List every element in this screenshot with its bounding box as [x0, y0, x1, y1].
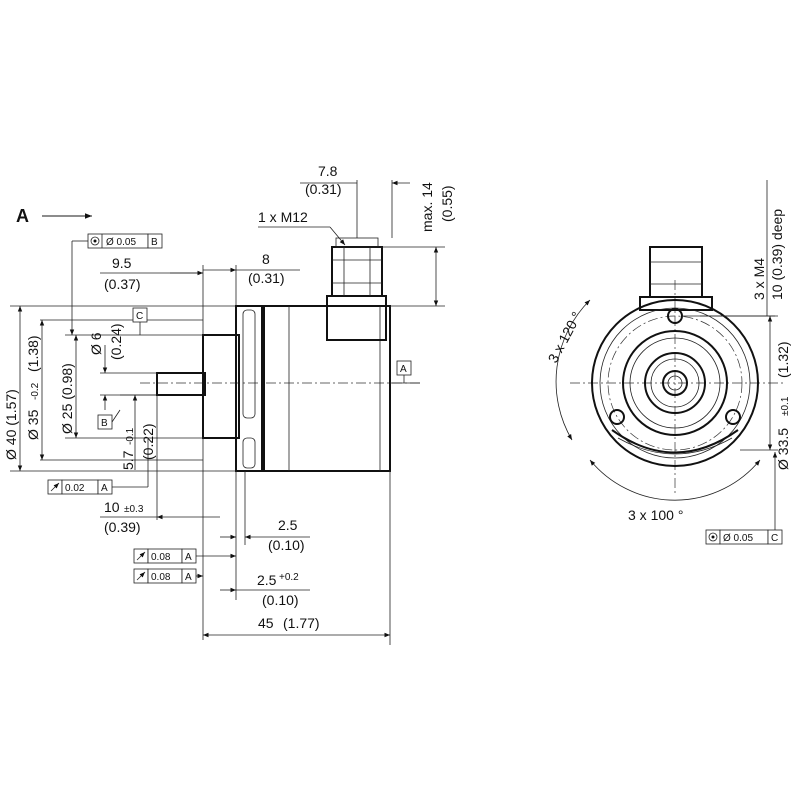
dim-d25: Ø 25 (0.98): [59, 363, 75, 434]
connector-base: [326, 295, 387, 341]
housing-outer: [591, 299, 759, 467]
tol-concentric-b-datum: B: [151, 237, 158, 248]
tolerance-frame-concentric-b: Ø 0.05 B: [69, 233, 163, 335]
view-label: A: [16, 206, 29, 226]
connector-label: 1 x M12: [258, 209, 308, 225]
angle-120: 3 x 120 °: [545, 309, 585, 365]
tolerance-frame-concentric-c: Ø 0.05 C: [705, 452, 783, 545]
shaft-face: [662, 370, 688, 396]
dim-10-in: (0.39): [104, 519, 141, 535]
shaft-center: [667, 375, 683, 391]
dim-2-5b-in: (0.10): [262, 592, 299, 608]
dim-7-8-in: (0.31): [305, 181, 342, 197]
dim-9-5: 9.5: [112, 255, 132, 271]
dim-5-7-tol: -0.1: [125, 427, 136, 445]
dim-d6-in: (0.24): [108, 323, 124, 360]
mount-hole-left: [609, 409, 625, 425]
front-connector-base: [639, 296, 713, 311]
datum-a-symbol: A: [390, 360, 420, 384]
dim-7-8: 7.8: [318, 163, 338, 179]
dim-9-5-in: (0.37): [104, 276, 141, 292]
tolerance-frame-runout-008b: 0.08 A: [133, 568, 203, 584]
mount-hole-right: [725, 409, 741, 425]
dim-d6: Ø 6: [88, 332, 104, 355]
flange-slot-lower: [242, 437, 256, 469]
angle-arc-100: [589, 459, 761, 501]
hub: [202, 334, 240, 439]
front-view: 3 x 120 ° 3 x 100 ° 3 x M4 10 (0.39) dee…: [545, 180, 791, 545]
dim-d35: Ø 35: [25, 409, 41, 440]
tol-runout-a2-datum: A: [185, 552, 192, 563]
dim-d33-5-tol: ±0.1: [780, 396, 791, 416]
dim-8: 8: [262, 251, 270, 267]
tol-runout-a3-datum: A: [185, 572, 192, 583]
dim-d35-in: (1.38): [25, 335, 41, 372]
hub-ring: [629, 337, 721, 429]
tol-concentric-c-value: Ø 0.05: [723, 533, 753, 544]
dim-d40: Ø 40 (1.57): [3, 389, 19, 460]
tolerance-frame-runout-008a: 0.08 A: [133, 548, 236, 564]
dim-10: 10: [104, 499, 120, 515]
bottom-slot-inner: [617, 437, 733, 455]
datum-a-label: A: [400, 364, 407, 375]
dim-45-in: (1.77): [283, 615, 320, 631]
side-view: 7.8 (0.31) 1 x M12 max. 14 (0.55) 9.5 (0…: [3, 163, 455, 645]
thread-depth: 10 (0.39) deep: [769, 209, 785, 300]
bearing-outer: [644, 352, 706, 414]
front-connector: [649, 246, 703, 298]
dim-d33-5: Ø 33.5: [775, 428, 791, 470]
bottom-slot-outer: [611, 429, 739, 454]
shaft: [156, 372, 206, 396]
dim-2-5a: 2.5: [278, 517, 298, 533]
datum-b-symbol: B: [97, 409, 121, 430]
tolerance-frame-runout-002: 0.02 A: [47, 438, 149, 495]
flange: [235, 305, 265, 472]
tol-runout-a1-value: 0.02: [65, 483, 85, 494]
dim-2-5b-tol: +0.2: [279, 572, 299, 583]
bearing-inner: [650, 358, 700, 408]
datum-c-label: C: [136, 311, 143, 322]
dim-d33-5-in: (1.32): [775, 341, 791, 378]
tol-runout-a1-datum: A: [101, 483, 108, 494]
dim-max-14: max. 14: [419, 182, 435, 232]
angle-arc-120: [555, 299, 591, 441]
dim-10-tol: ±0.3: [124, 504, 144, 515]
dim-max-14-in: (0.55): [439, 185, 455, 222]
dim-2-5a-in: (0.10): [268, 537, 305, 553]
flange-slot-upper: [242, 309, 256, 419]
tol-runout-a3-value: 0.08: [151, 572, 171, 583]
view-direction-marker: A: [16, 206, 92, 226]
dim-5-7: 5.7: [120, 450, 136, 470]
hub-outer: [622, 330, 728, 436]
connector-tip: [335, 237, 379, 248]
angle-100: 3 x 100 °: [628, 507, 683, 523]
dim-d35-tol: -0.2: [30, 382, 41, 400]
dim-8-in: (0.31): [248, 270, 285, 286]
tol-concentric-b-value: Ø 0.05: [106, 237, 136, 248]
connector-leader: [329, 226, 346, 246]
datum-c-symbol: C: [132, 307, 148, 335]
dim-45: 45: [258, 615, 274, 631]
thread-label: 3 x M4: [751, 258, 767, 300]
tol-runout-a2-value: 0.08: [151, 552, 171, 563]
bolt-circle: [607, 315, 743, 451]
connector-m12: [331, 246, 383, 297]
dim-2-5b: 2.5: [257, 572, 277, 588]
tol-concentric-c-datum: C: [771, 533, 778, 544]
datum-b-label: B: [101, 418, 108, 429]
